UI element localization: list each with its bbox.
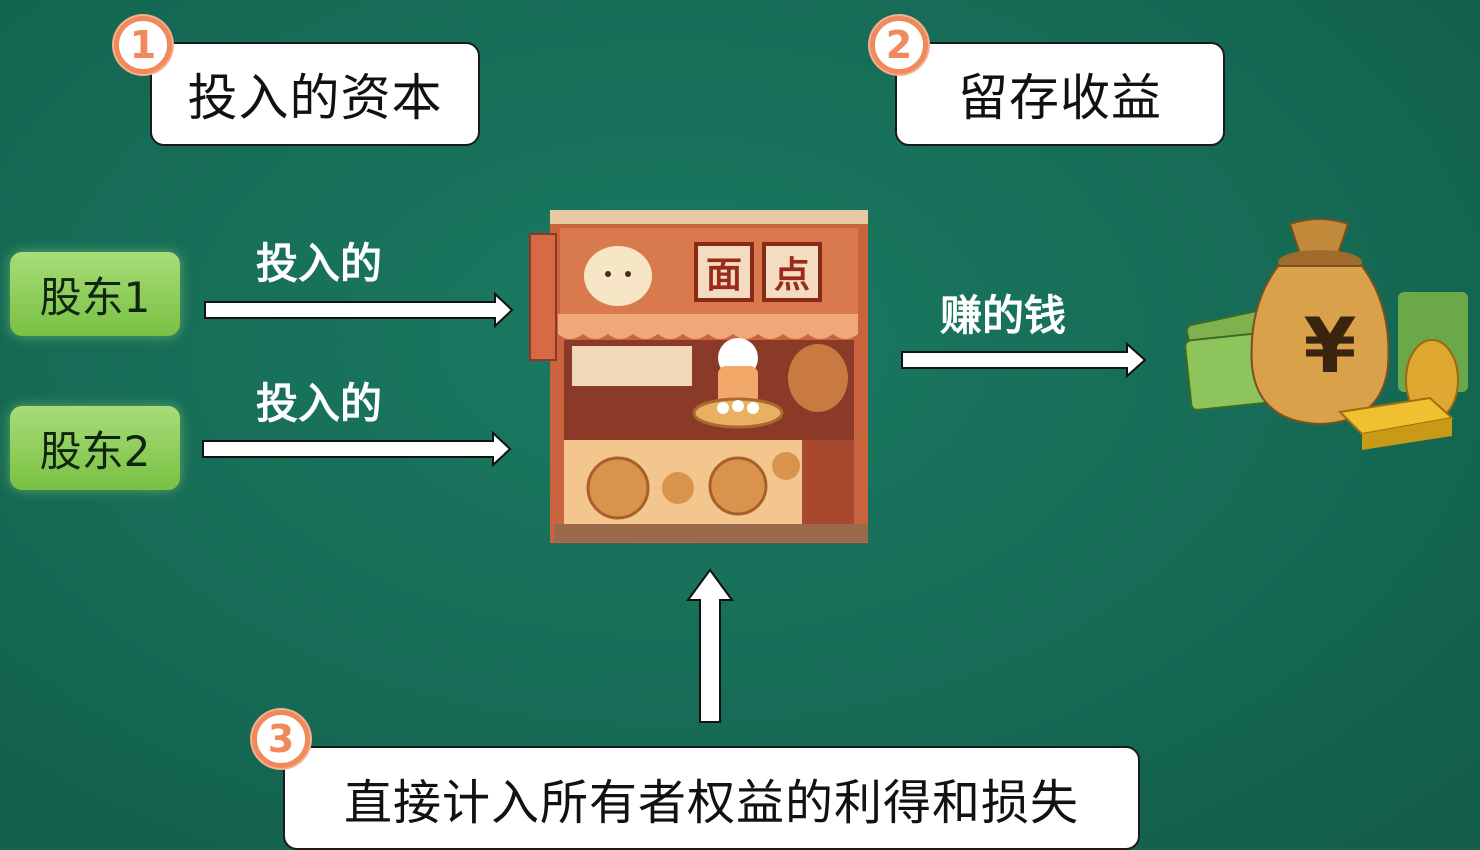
shop-illustration: 面 点 (529, 210, 868, 543)
shop-sign-char-1: 面 (706, 255, 742, 296)
shop-sign-char-2: 点 (774, 255, 810, 296)
arrow-earned (901, 341, 1147, 379)
badge-3: 3 (252, 710, 310, 768)
yen-icon: ¥ (1304, 301, 1357, 390)
invested-capital-box: 投入的资本 (150, 42, 480, 146)
arrow-label-1: 投入的 (256, 239, 383, 288)
shareholder-1: 股东1 (10, 252, 180, 336)
badge-2: 2 (870, 16, 928, 74)
retained-earnings-text: 留存收益 (958, 69, 1162, 127)
oci-text: 直接计入所有者权益的利得和损失 (343, 775, 1079, 831)
arrow-label-2: 投入的 (256, 379, 383, 428)
money-bag-illustration: ¥ (1184, 218, 1468, 450)
arrow-shareholder-1 (204, 291, 514, 329)
invested-capital-text: 投入的资本 (187, 69, 443, 127)
arrow-shareholder-2 (202, 430, 512, 468)
arrow-up-oci (686, 568, 734, 723)
earned-label: 赚的钱 (940, 291, 1067, 340)
badge-1: 1 (114, 16, 172, 74)
oci-box: 直接计入所有者权益的利得和损失 (283, 746, 1140, 850)
retained-earnings-box: 留存收益 (895, 42, 1225, 146)
shareholder-2: 股东2 (10, 406, 180, 490)
